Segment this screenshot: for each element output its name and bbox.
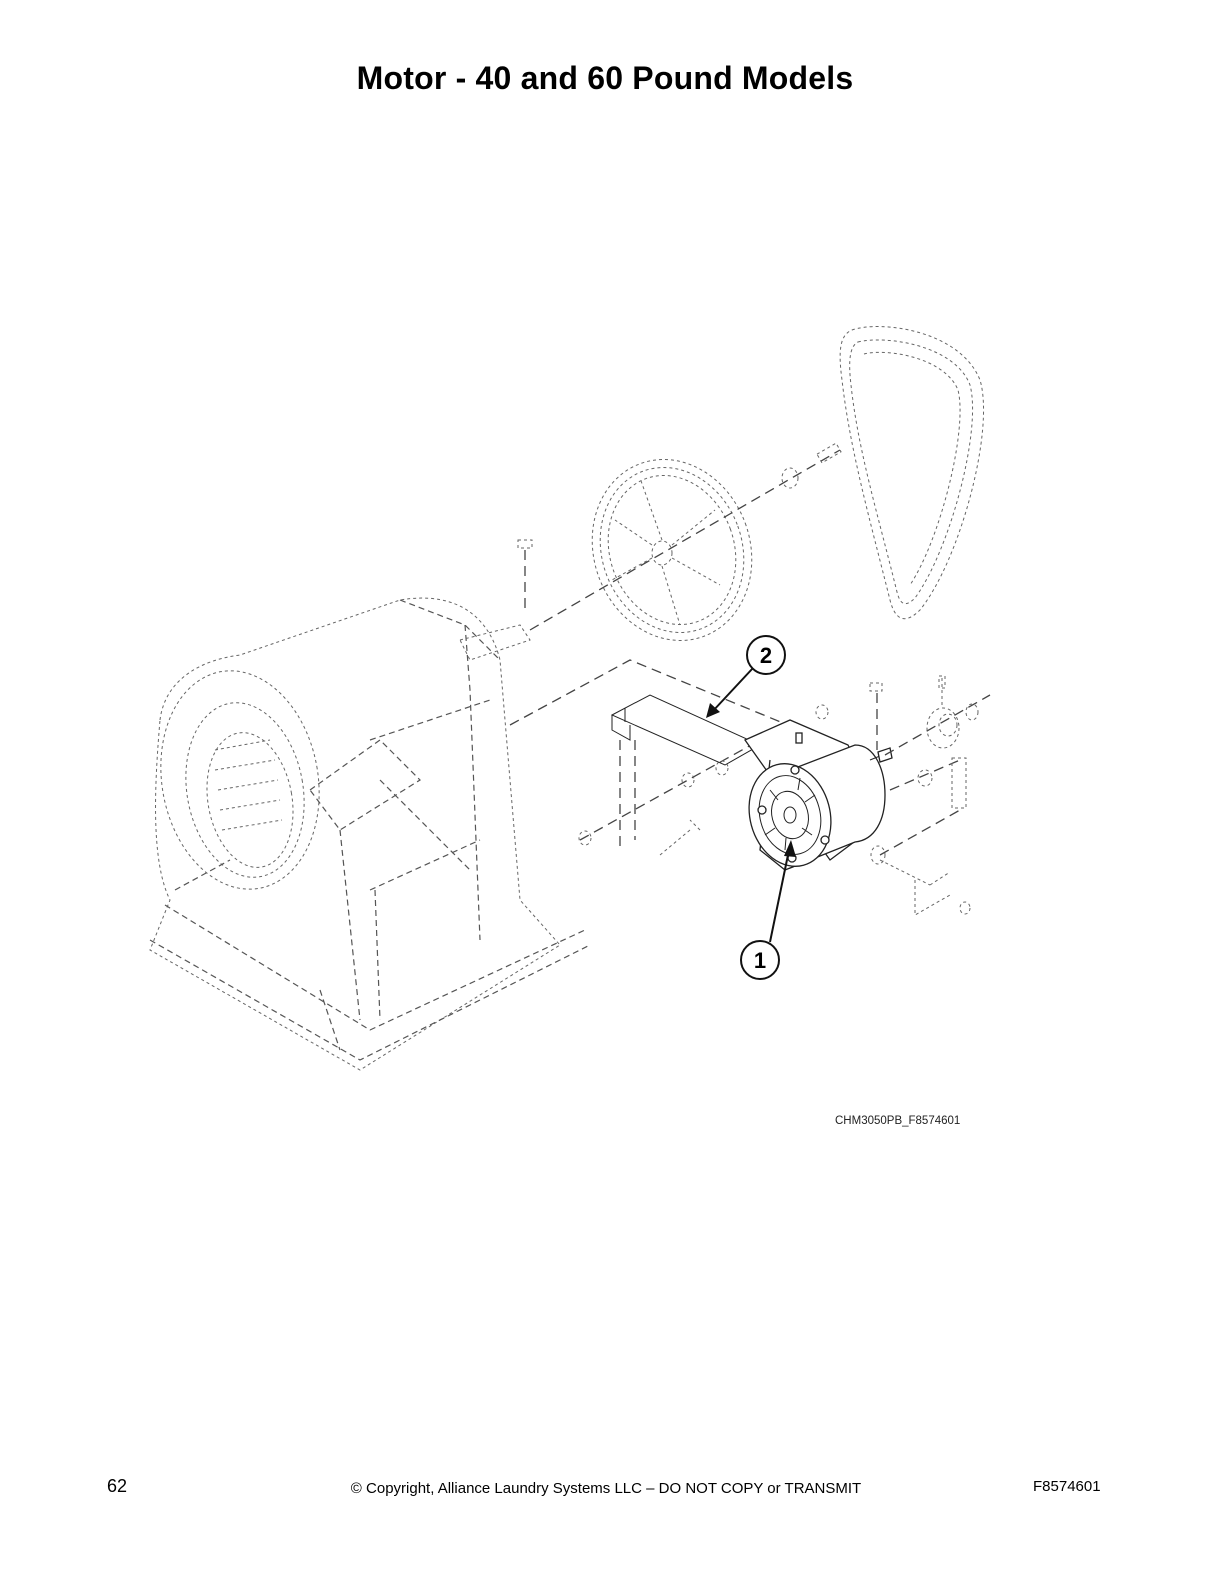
svg-text:1: 1: [754, 948, 766, 973]
document-number: F8574601: [1033, 1478, 1101, 1495]
motor: [744, 719, 893, 871]
page-title: Motor - 40 and 60 Pound Models: [356, 60, 854, 96]
motor-bracket-plate: [610, 694, 762, 766]
mount-bracket-outline: [509, 659, 801, 856]
figure-id: CHM3050PB_F8574601: [835, 1115, 961, 1127]
drive-belt: [839, 326, 984, 620]
copyright-notice: © Copyright, Alliance Laundry Systems LL…: [350, 1480, 862, 1497]
callout-2: 2: [706, 635, 786, 718]
svg-text:2: 2: [760, 643, 772, 668]
pulley-hardware: [517, 442, 842, 631]
callout-1: 1: [740, 840, 796, 980]
motor-hardware: [815, 675, 991, 916]
dryer-basket-frame: [149, 597, 591, 1071]
drum-pulley: [591, 459, 753, 641]
page-number: 62: [107, 1476, 128, 1496]
